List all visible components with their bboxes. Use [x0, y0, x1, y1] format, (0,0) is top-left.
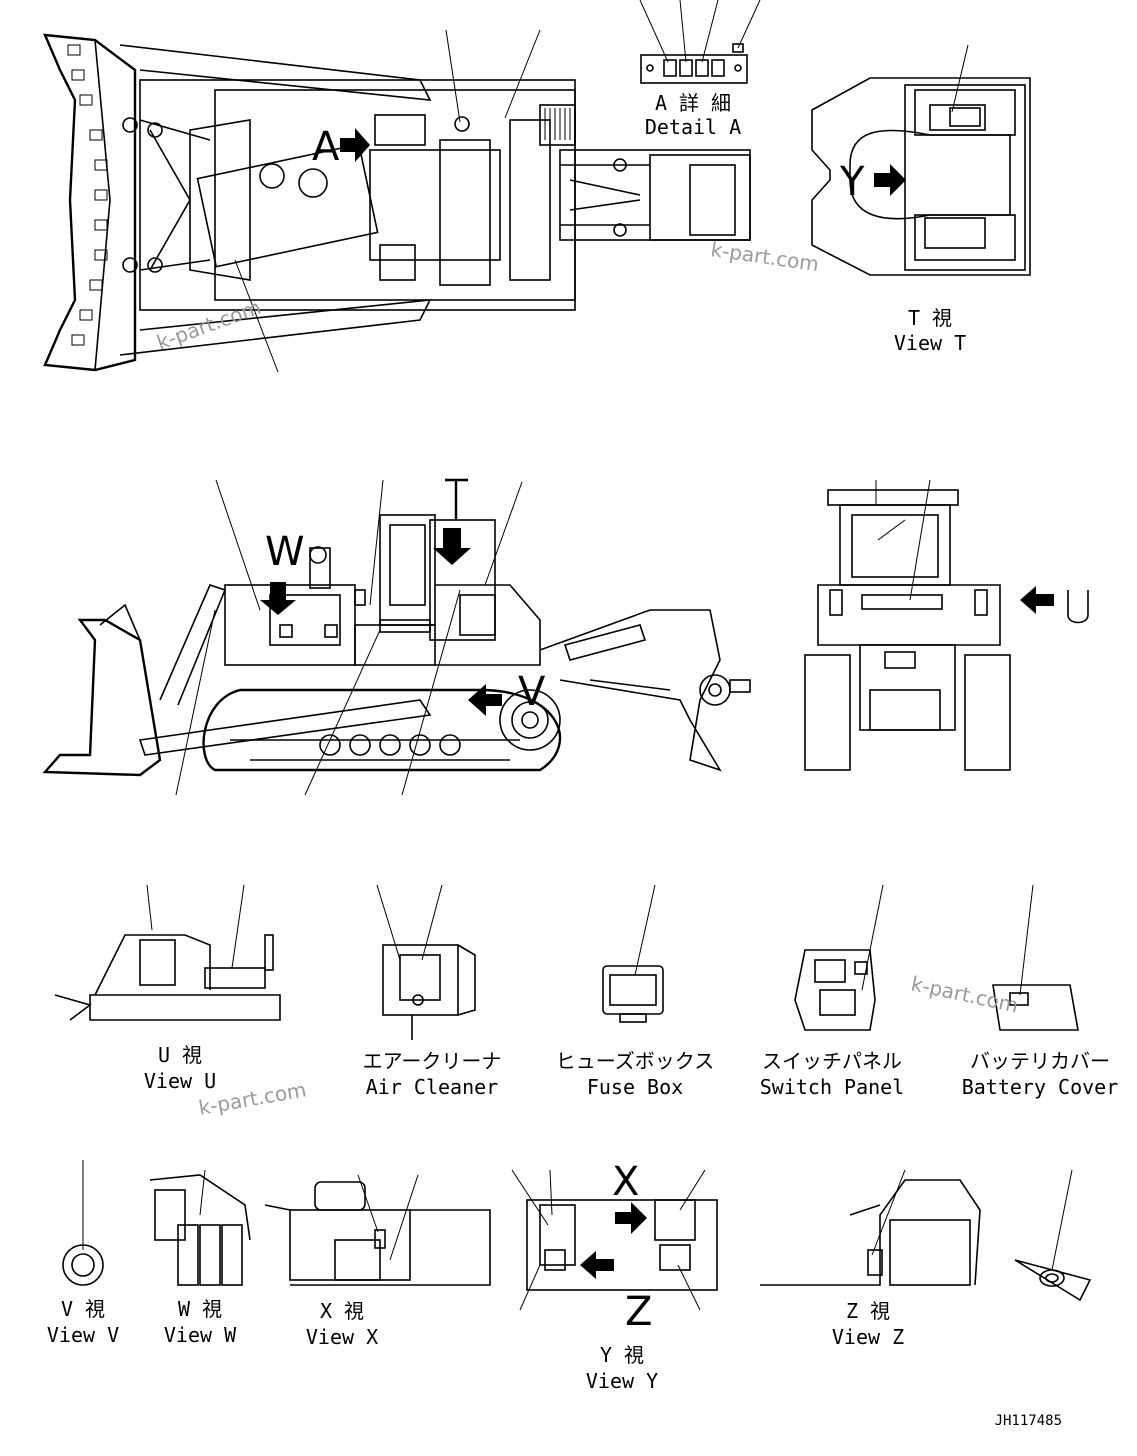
watermark-2: k-part.com	[154, 295, 265, 355]
air-cleaner-jp: エアークリーナ	[363, 1049, 502, 1073]
top-view-dozer: A	[43, 29, 751, 373]
view-t-jp: T 視	[908, 306, 952, 330]
side-view-dozer: W V	[42, 478, 751, 796]
detail-a-en: Detail A	[645, 115, 741, 139]
view-v-jp: V 視	[61, 1297, 105, 1321]
decal-drawing	[1014, 1169, 1092, 1302]
callout-y-top: Y	[839, 159, 865, 205]
callout-z: Z	[625, 1289, 652, 1335]
fuse-box-en: Fuse Box	[587, 1075, 683, 1099]
switch-panel-en: Switch Panel	[760, 1075, 905, 1099]
callout-x: X	[612, 1159, 639, 1205]
detail-a-jp: A 詳 細	[655, 91, 731, 115]
view-y-drawing: X Z	[511, 1159, 718, 1335]
view-u-drawing	[54, 884, 281, 1021]
callout-w: W	[265, 529, 305, 575]
view-w-jp: W 視	[178, 1297, 222, 1321]
view-t-drawing: Y	[811, 44, 1031, 276]
air-cleaner-drawing	[376, 884, 476, 1040]
view-x-en: View X	[306, 1325, 378, 1349]
watermark-3: k-part.com	[909, 971, 1021, 1017]
battery-cover-drawing	[992, 884, 1079, 1031]
view-u-jp: U 視	[158, 1043, 202, 1067]
view-w-drawing	[149, 1169, 251, 1286]
view-u-en: View U	[144, 1069, 216, 1093]
view-v-drawing	[62, 1160, 104, 1286]
switch-panel-jp: スイッチパネル	[762, 1049, 902, 1073]
fuse-box-drawing	[602, 884, 664, 1023]
view-y-jp: Y 視	[600, 1343, 644, 1367]
view-t-en: View T	[894, 331, 966, 355]
view-x-jp: X 視	[320, 1299, 364, 1323]
battery-cover-jp: バッテリカバー	[970, 1049, 1110, 1073]
view-z-drawing	[760, 1169, 981, 1286]
detail-a-drawing	[639, 0, 761, 84]
drawing-number: JH117485	[995, 1413, 1062, 1429]
view-z-jp: Z 視	[846, 1299, 890, 1323]
callout-a: A	[312, 124, 340, 170]
view-v-en: View V	[47, 1323, 119, 1347]
view-w-en: View W	[164, 1323, 237, 1347]
watermark-1: k-part.com	[709, 237, 820, 276]
fuse-box-jp: ヒューズボックス	[556, 1049, 714, 1073]
view-y-en: View Y	[586, 1369, 658, 1393]
rear-view-dozer	[804, 479, 1089, 771]
view-x-drawing	[264, 1174, 491, 1286]
air-cleaner-en: Air Cleaner	[366, 1075, 498, 1099]
switch-panel-drawing	[794, 884, 884, 1031]
battery-cover-en: Battery Cover	[962, 1075, 1119, 1099]
callout-v: V	[518, 669, 546, 715]
view-z-en: View Z	[832, 1325, 904, 1349]
